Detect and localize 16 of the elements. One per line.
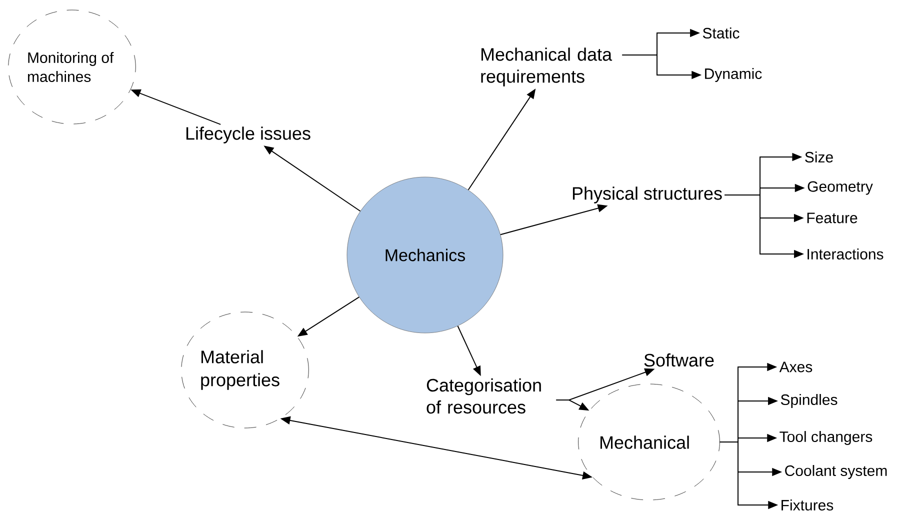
topic-label: Lifecycle issues bbox=[186, 126, 310, 144]
topic-label: Categorisation of resources bbox=[426, 378, 541, 414]
item-label: Size bbox=[805, 152, 833, 162]
item-label: Axes bbox=[779, 362, 812, 372]
item-label: Interactions bbox=[808, 248, 884, 260]
item-label: Fixtures bbox=[782, 500, 834, 510]
item-label: Tool changers bbox=[780, 431, 872, 445]
item-label: Static bbox=[702, 28, 740, 38]
item-label: Geometry bbox=[808, 181, 873, 195]
topic-label: Physical structures bbox=[572, 186, 722, 204]
item-label: Coolant system bbox=[785, 465, 887, 479]
item-label: Dynamic bbox=[705, 68, 762, 82]
topic-label: Software bbox=[644, 353, 714, 367]
item-label: Spindles bbox=[780, 394, 838, 408]
topic-label: Mechanical data requirements bbox=[481, 48, 612, 86]
item-label: Feature bbox=[807, 212, 858, 224]
